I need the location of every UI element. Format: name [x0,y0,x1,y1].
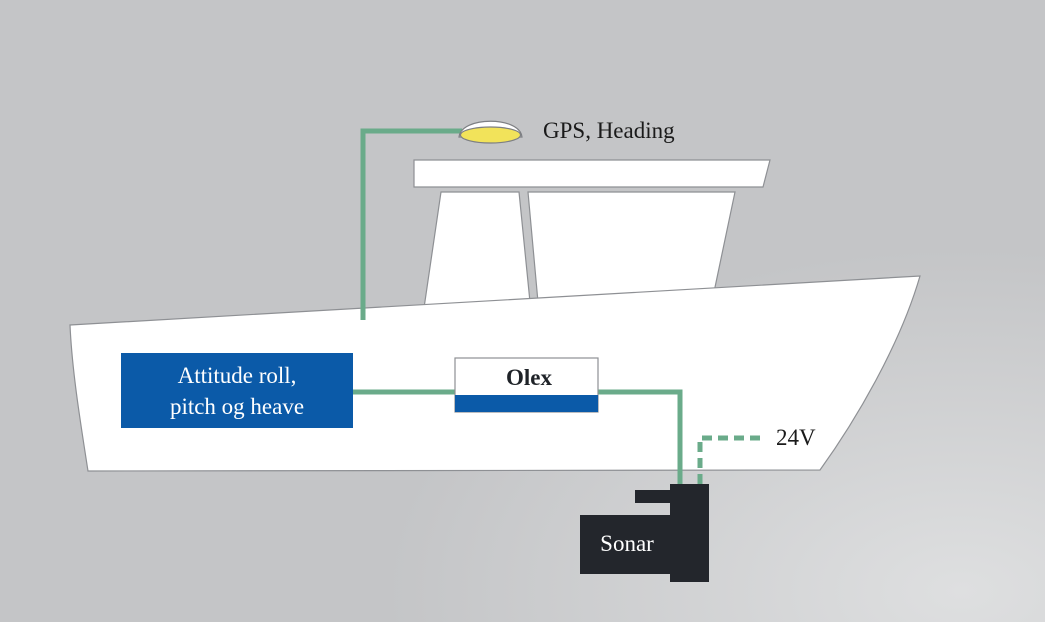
power-24v-label: 24V [776,425,816,450]
cabin-roof [413,159,771,188]
cabin-window-right [527,191,736,303]
sonar-mount [670,484,709,582]
sonar-transducer [580,515,670,574]
attitude-box [121,353,353,428]
olex-label: Olex [506,365,552,390]
olex-sonar-cable [598,389,683,484]
attitude-label-line1: Attitude roll, [178,363,297,388]
olex-unit [454,357,599,413]
sonar-bracket [635,490,670,503]
gps-antenna-icon [458,120,523,144]
olex-stripe [455,395,598,412]
cabin-window-left [423,191,531,309]
gps-cable [360,128,462,320]
sonar-label: Sonar [600,531,654,556]
attitude-label-line2: pitch og heave [170,394,304,419]
gps-heading-label: GPS, Heading [543,118,675,143]
power-cable-24v [697,435,762,484]
sonar-unit [580,484,709,582]
